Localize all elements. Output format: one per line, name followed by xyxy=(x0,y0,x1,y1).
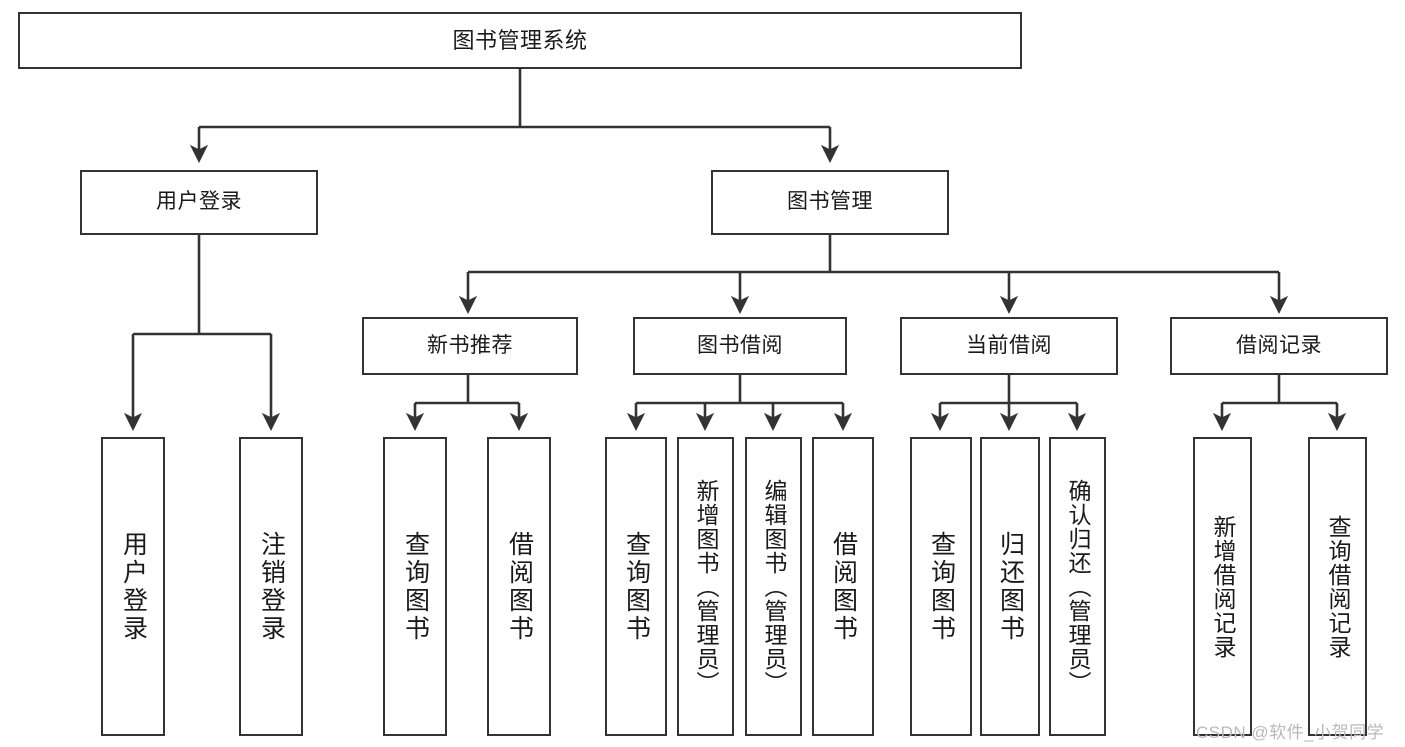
node-book-management[interactable]: 图书管理 xyxy=(711,170,949,235)
leaf-book-borrow-edit-book-admin[interactable]: 编辑图书（管理员） xyxy=(745,437,802,736)
node-user-login[interactable]: 用户登录 xyxy=(80,170,318,235)
node-label: 图书管理系统 xyxy=(452,27,588,53)
node-label: 借阅图书 xyxy=(505,530,534,643)
leaf-book-borrow-add-book-admin[interactable]: 新增图书（管理员） xyxy=(677,437,734,736)
node-borrow-record[interactable]: 借阅记录 xyxy=(1170,317,1388,375)
node-label: 新增图书（管理员） xyxy=(693,478,719,695)
leaf-new-book-query-book[interactable]: 查询图书 xyxy=(383,437,447,736)
leaf-current-borrow-return-book[interactable]: 归还图书 xyxy=(980,437,1040,736)
leaf-current-borrow-query-book[interactable]: 查询图书 xyxy=(910,437,972,736)
node-label: 查询图书 xyxy=(401,530,430,643)
node-label: 用户登录 xyxy=(119,530,148,643)
leaf-user-login-logout[interactable]: 注销登录 xyxy=(239,437,303,736)
node-label: 当前借阅 xyxy=(966,333,1052,357)
node-label: 查询借阅记录 xyxy=(1325,514,1351,659)
leaf-borrow-record-query-record[interactable]: 查询借阅记录 xyxy=(1308,437,1367,736)
node-label: 图书借阅 xyxy=(697,333,783,357)
csdn-watermark: CSDN @软件_小贺同学 xyxy=(1196,723,1385,742)
leaf-book-borrow-query-book[interactable]: 查询图书 xyxy=(605,437,667,736)
node-label: 编辑图书（管理员） xyxy=(761,478,787,695)
node-label: 查询图书 xyxy=(927,530,956,643)
node-label: 新书推荐 xyxy=(427,333,513,357)
leaf-book-borrow-borrow-book[interactable]: 借阅图书 xyxy=(812,437,874,736)
node-book-borrow[interactable]: 图书借阅 xyxy=(633,317,847,375)
node-label: 借阅图书 xyxy=(829,530,858,643)
node-label: 用户登录 xyxy=(156,190,242,214)
node-label: 查询图书 xyxy=(622,530,651,643)
leaf-user-login-login[interactable]: 用户登录 xyxy=(101,437,165,736)
leaf-new-book-borrow-book[interactable]: 借阅图书 xyxy=(487,437,551,736)
node-label: 新增借阅记录 xyxy=(1210,514,1236,659)
node-root-system[interactable]: 图书管理系统 xyxy=(18,12,1022,69)
node-current-borrow[interactable]: 当前借阅 xyxy=(900,317,1118,375)
node-label: 图书管理 xyxy=(787,190,873,214)
leaf-borrow-record-add-record[interactable]: 新增借阅记录 xyxy=(1193,437,1252,736)
node-label: 确认归还（管理员） xyxy=(1065,478,1091,695)
node-new-book-recommend[interactable]: 新书推荐 xyxy=(362,317,578,375)
node-label: 借阅记录 xyxy=(1236,333,1322,357)
leaf-current-borrow-confirm-return-admin[interactable]: 确认归还（管理员） xyxy=(1049,437,1106,736)
node-label: 注销登录 xyxy=(257,530,286,643)
node-label: 归还图书 xyxy=(996,530,1025,643)
